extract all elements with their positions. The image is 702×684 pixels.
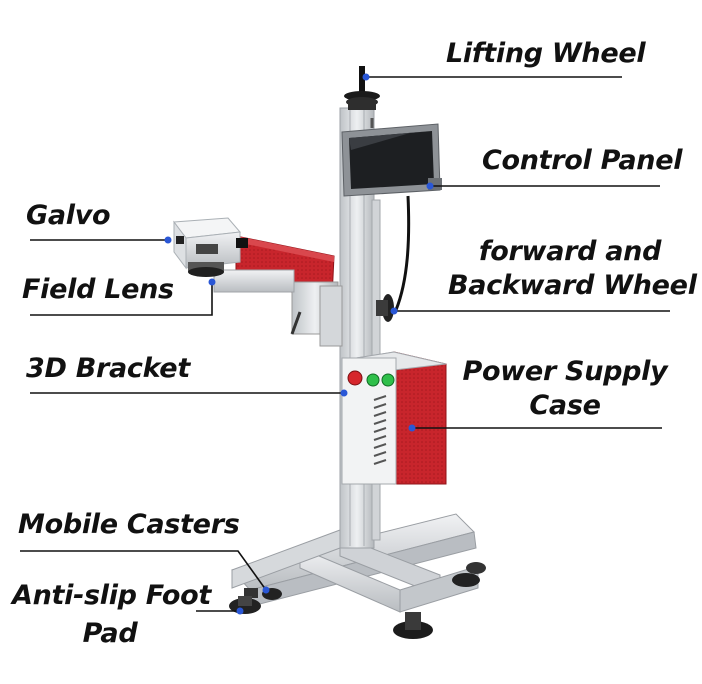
- red-power-button-icon: [347, 370, 363, 386]
- label-forward-wheel-line2: Backward Wheel: [448, 270, 697, 301]
- pointer-dots: [164, 73, 434, 615]
- label-power-supply-line2: Case: [529, 390, 601, 421]
- leader-lines: [20, 76, 670, 612]
- label-foot-pad-line2: Pad: [82, 618, 138, 649]
- dot-forward-wheel: [390, 307, 398, 315]
- label-mobile-casters: Mobile Casters: [18, 509, 240, 540]
- dot-mobile-casters: [262, 586, 270, 594]
- base-frame: [231, 513, 479, 613]
- green-button-icon: [381, 373, 395, 387]
- dot-field-lens: [208, 278, 216, 286]
- dot-3d-bracket: [340, 389, 348, 397]
- label-forward-wheel-line1: forward and: [478, 236, 662, 267]
- label-foot-pad-line1: Anti-slip Foot: [12, 580, 211, 611]
- dot-power-supply: [408, 424, 416, 432]
- leader-field-lens: [30, 282, 213, 316]
- lifting-wheel-icon: [344, 66, 380, 110]
- control-panel-screen: [341, 118, 442, 311]
- dot-galvo: [164, 236, 172, 244]
- label-lifting-wheel: Lifting Wheel: [446, 38, 646, 69]
- galvo-head: [173, 217, 248, 270]
- label-power-supply-line1: Power Supply: [462, 356, 668, 387]
- label-galvo: Galvo: [26, 200, 111, 231]
- dot-lifting-wheel: [362, 73, 370, 81]
- leader-mobile-casters: [20, 550, 267, 591]
- power-supply-case: [341, 351, 447, 485]
- label-3d-bracket: 3D Bracket: [26, 353, 190, 384]
- label-control-panel: Control Panel: [482, 145, 683, 176]
- laser-arm: [213, 235, 343, 347]
- green-button-icon: [366, 373, 380, 387]
- vent-slots: [373, 395, 387, 465]
- dot-control-panel: [426, 182, 434, 190]
- field-lens: [188, 262, 224, 277]
- forward-backward-wheel-icon: [376, 294, 394, 322]
- label-field-lens: Field Lens: [22, 274, 174, 305]
- dot-foot-pad: [236, 607, 244, 615]
